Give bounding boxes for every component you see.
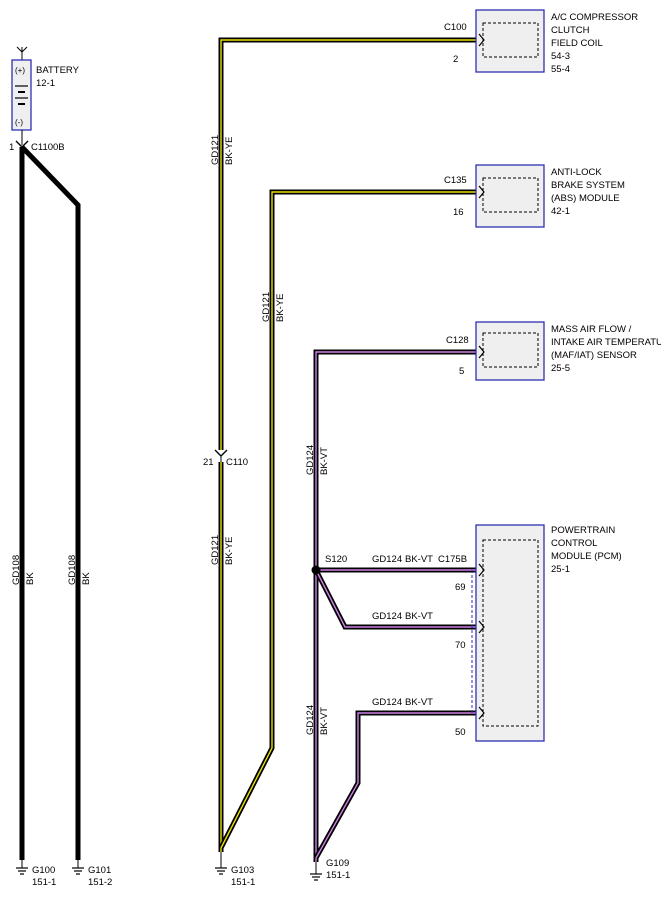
abs-line-3: (ABS) MODULE (551, 193, 620, 204)
g109-ref: 151-1 (326, 870, 350, 881)
c175b-pin-70: 70 (455, 640, 466, 651)
ground-g103[interactable] (215, 852, 227, 875)
pcm-line-3: MODULE (PCM) (551, 551, 622, 562)
g101-ref: 151-2 (88, 877, 112, 888)
s120-splice[interactable] (311, 565, 321, 575)
abs-line-4: 42-1 (551, 206, 570, 217)
g103-ref: 151-1 (231, 877, 255, 888)
g100-ref: 151-1 (32, 877, 56, 888)
c110-label: C110 (226, 457, 248, 468)
battery-pin: 1 (9, 142, 14, 153)
c128-pin-icon (478, 345, 485, 359)
maf-line-1: MASS AIR FLOW / (551, 324, 632, 335)
gd124-a-color: BK-VT (319, 447, 330, 475)
s120-label: S120 (325, 554, 347, 565)
c175b-pin-69: 69 (455, 582, 466, 593)
c110-connector[interactable]: 21 C110 (203, 449, 248, 468)
pcm-component[interactable] (471, 524, 545, 742)
battery-name: BATTERY (36, 65, 80, 76)
gd121-c-circuit: GD121 (210, 535, 221, 565)
c110-connector-icon (214, 449, 228, 457)
gd124-h2-color: BK-VT (405, 611, 433, 622)
battery-ref: 12-1 (36, 78, 55, 89)
gd124-h1-color: BK-VT (405, 554, 433, 565)
ac-compressor-clutch-component[interactable] (475, 9, 545, 73)
gd124-h3-circuit: GD124 (372, 697, 402, 708)
ground-g109[interactable] (310, 862, 322, 881)
ac-line-3: FIELD COIL (551, 38, 603, 49)
wire-gd124-maf[interactable] (313, 349, 476, 862)
c100-pin: 2 (453, 54, 458, 65)
gd124-b-color: BK-VT (319, 707, 330, 735)
c128-pin: 5 (459, 366, 464, 377)
ac-line-4: 54-3 (551, 51, 570, 62)
battery-plus-label: (+) (15, 66, 25, 75)
gd124-h2-circuit: GD124 (372, 611, 402, 622)
pcm-line-2: CONTROL (551, 538, 597, 549)
abs-line-2: BRAKE SYSTEM (551, 180, 625, 191)
gd124-h1-circuit: GD124 (372, 554, 402, 565)
c135-label: C135 (444, 175, 467, 186)
gd124-h3-color: BK-VT (405, 697, 433, 708)
c100-pin-icon (478, 33, 485, 47)
c100-label: C100 (444, 22, 467, 33)
abs-module-component[interactable] (475, 164, 545, 228)
ac-line-5: 55-4 (551, 64, 570, 75)
c175b-pin-50: 50 (455, 727, 466, 738)
battery-minus-label: (-) (15, 118, 23, 127)
ac-line-2: CLUTCH (551, 25, 590, 36)
g109-name: G109 (326, 858, 349, 869)
gd108-a-circuit: GD108 (11, 555, 22, 585)
c175b-pin-69-icon (478, 563, 485, 577)
wire-gd124-pcm-50[interactable] (313, 710, 476, 860)
maf-iat-sensor-component[interactable] (475, 321, 545, 381)
ac-line-1: A/C COMPRESSOR (551, 12, 638, 23)
g100-name: G100 (32, 865, 55, 876)
c1100b-label: C1100B (31, 142, 65, 153)
battery[interactable]: (+) (-) BATTERY 12-1 (11, 46, 80, 131)
gd124-a-circuit: GD124 (305, 445, 316, 475)
gd108-b-circuit: GD108 (67, 555, 78, 585)
wire-gd108-b[interactable] (20, 145, 81, 860)
ground-g101[interactable] (72, 860, 84, 875)
gd121-b-circuit: GD121 (261, 292, 272, 322)
g101-name: G101 (88, 865, 111, 876)
c175b-label: C175B (438, 554, 467, 565)
gd108-b-color: BK (81, 572, 92, 585)
c135-pin-icon (478, 185, 485, 199)
gd121-a-circuit: GD121 (210, 135, 221, 165)
pcm-line-1: POWERTRAIN (551, 525, 615, 536)
gd121-a-color: BK-YE (224, 136, 235, 165)
c110-pin: 21 (203, 457, 214, 468)
c135-pin: 16 (453, 207, 464, 218)
wire-gd121-ac[interactable] (218, 37, 476, 450)
maf-line-4: 25-5 (551, 363, 570, 374)
wire-gd121-abs[interactable] (218, 189, 476, 850)
gd121-b-color: BK-YE (275, 293, 286, 322)
gd121-c-color: BK-YE (224, 536, 235, 565)
wire-gd124-pcm-70[interactable] (313, 568, 476, 630)
gd108-a-color: BK (25, 572, 36, 585)
maf-line-2: INTAKE AIR TEMPERATURE (551, 337, 661, 348)
gd124-b-circuit: GD124 (305, 705, 316, 735)
c128-label: C128 (446, 335, 469, 346)
maf-line-3: (MAF/IAT) SENSOR (551, 350, 637, 361)
abs-line-1: ANTI-LOCK (551, 167, 602, 178)
c175b-pin-50-icon (478, 706, 485, 720)
c175b-pin-70-icon (478, 620, 485, 634)
ground-g100[interactable] (16, 860, 28, 875)
g103-name: G103 (231, 865, 254, 876)
pcm-line-4: 25-1 (551, 564, 570, 575)
